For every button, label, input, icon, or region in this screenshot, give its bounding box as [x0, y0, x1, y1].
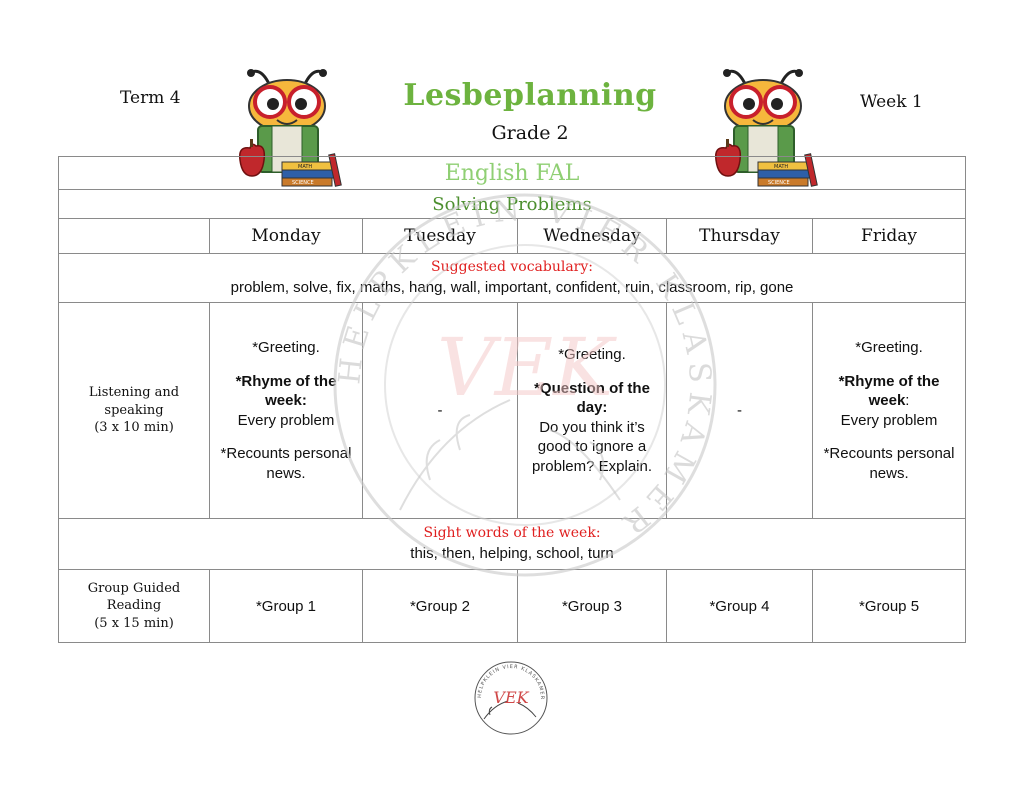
group-reading-duration: (5 x 15 min) — [94, 615, 174, 631]
lesson-plan-table: English FAL Solving Problems Monday Tues… — [57, 156, 967, 643]
friday-rhyme-colon: : — [905, 392, 910, 409]
listening-tuesday: - — [362, 302, 518, 519]
group-1: *Group 1 — [209, 569, 363, 643]
vocabulary-row: Suggested vocabulary: problem, solve, fi… — [57, 253, 967, 303]
corner-cell — [58, 218, 210, 254]
group-4: *Group 4 — [666, 569, 813, 643]
friday-rhyme: Every problem — [840, 411, 938, 429]
friday-recounts: *Recounts personal news. — [823, 445, 955, 482]
friday-greeting: *Greeting. — [855, 339, 923, 356]
listening-speaking-row: Listening and speaking (3 x 10 min) *Gre… — [58, 302, 967, 519]
group-5: *Group 5 — [811, 569, 967, 643]
listening-label: Listening and speaking — [88, 385, 180, 418]
group-3: *Group 3 — [517, 569, 667, 643]
monday-rhyme-heading: *Rhyme of the week: — [235, 372, 337, 410]
group-reading-label: Group Guided Reading — [87, 580, 181, 614]
topic-row: Solving Problems — [57, 189, 967, 219]
day-thursday: Thursday — [666, 218, 813, 254]
sight-words-row: Sight words of the week: this, then, hel… — [57, 518, 967, 570]
monday-recounts: *Recounts personal news. — [220, 445, 352, 482]
friday-rhyme-heading: *Rhyme of the week — [838, 372, 940, 410]
group-reading-row: Group Guided Reading (5 x 15 min) *Group… — [58, 569, 967, 643]
topic-heading: Solving Problems — [57, 189, 967, 219]
wednesday-question: Do you think it’s good to ignore a probl… — [531, 418, 653, 475]
day-tuesday: Tuesday — [362, 218, 518, 254]
group-2: *Group 2 — [362, 569, 518, 643]
day-wednesday: Wednesday — [517, 218, 667, 254]
sight-words-heading: Sight words of the week: — [423, 525, 601, 541]
monday-greeting: *Greeting. — [252, 339, 320, 356]
subject-row: English FAL — [57, 156, 967, 190]
listening-label-cell: Listening and speaking (3 x 10 min) — [58, 302, 210, 519]
listening-wednesday: *Greeting. *Question of the day: Do you … — [517, 302, 667, 519]
sight-words-list: this, then, helping, school, turn — [410, 545, 614, 562]
monday-rhyme: Every problem — [237, 411, 335, 429]
grade-label: Grade 2 — [491, 122, 569, 144]
wednesday-question-heading: *Question of the day: — [534, 379, 650, 417]
footer-logo: HELPKLEIN VIER KLASKAMER VEK — [474, 661, 548, 735]
vocabulary-cell: Suggested vocabulary: problem, solve, fi… — [57, 253, 967, 303]
listening-monday: *Greeting. *Rhyme of the week: Every pro… — [209, 302, 363, 519]
listening-friday: *Greeting. *Rhyme of the week: Every pro… — [811, 302, 967, 519]
day-friday: Friday — [811, 218, 967, 254]
page-title: Lesbeplanning — [403, 78, 657, 113]
days-row: Monday Tuesday Wednesday Thursday Friday — [58, 218, 967, 254]
subject-heading: English FAL — [57, 156, 967, 190]
group-reading-label-cell: Group Guided Reading (5 x 15 min) — [58, 569, 210, 643]
wednesday-greeting: *Greeting. — [558, 346, 626, 363]
listening-thursday: - — [666, 302, 813, 519]
day-monday: Monday — [209, 218, 363, 254]
vocabulary-heading: Suggested vocabulary: — [431, 259, 594, 275]
vocabulary-words: problem, solve, fix, maths, hang, wall, … — [230, 279, 794, 296]
week-label: Week 1 — [860, 92, 923, 112]
sight-words-cell: Sight words of the week: this, then, hel… — [57, 518, 967, 570]
term-label: Term 4 — [120, 88, 181, 108]
footer-logo-initials: VEK — [493, 688, 529, 707]
listening-duration: (3 x 10 min) — [94, 420, 174, 436]
